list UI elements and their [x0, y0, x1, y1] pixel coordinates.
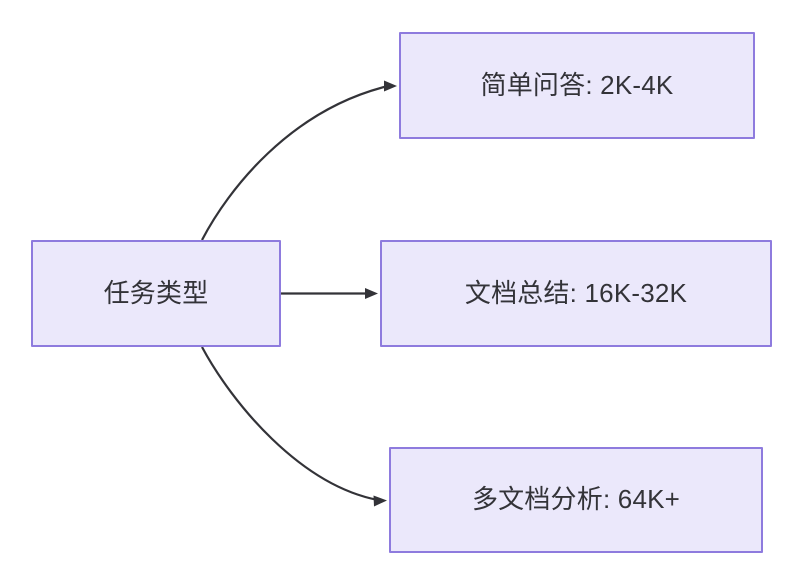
node-simple-qa-label: 简单问答: 2K-4K	[480, 69, 674, 100]
edge-root-to-doc-summary-arrowhead	[365, 288, 378, 299]
node-multi-doc[interactable]: 多文档分析: 64K+	[389, 447, 763, 553]
node-root-label: 任务类型	[103, 277, 209, 308]
node-multi-doc-label: 多文档分析: 64K+	[471, 484, 681, 515]
edge-root-to-simple-qa	[201, 80, 397, 241]
edge-root-to-multi-doc	[201, 346, 387, 507]
node-doc-summary-label: 文档总结: 16K-32K	[464, 277, 688, 308]
edge-root-to-simple-qa-path	[201, 84, 389, 241]
node-doc-summary[interactable]: 文档总结: 16K-32K	[380, 240, 772, 347]
edge-root-to-doc-summary	[281, 288, 378, 299]
edge-root-to-simple-qa-arrowhead	[384, 80, 397, 92]
node-root-task-type[interactable]: 任务类型	[31, 240, 281, 347]
edge-root-to-multi-doc-path	[201, 346, 379, 502]
edge-root-to-multi-doc-arrowhead	[373, 495, 387, 507]
node-simple-qa[interactable]: 简单问答: 2K-4K	[399, 32, 755, 139]
